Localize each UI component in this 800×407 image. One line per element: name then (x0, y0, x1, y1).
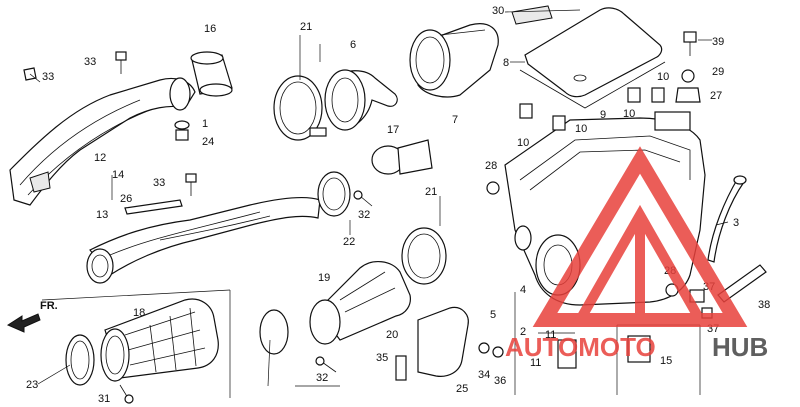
screw-32-lower (315, 356, 337, 373)
callout-33-c: 33 (153, 177, 165, 189)
clip-10-a (519, 103, 533, 119)
callout-15: 15 (660, 355, 672, 367)
callout-22: 22 (343, 236, 355, 248)
callout-1: 1 (202, 118, 208, 130)
clip-10-b (552, 115, 566, 131)
clip-10-c (627, 87, 641, 103)
callout-18: 18 (133, 307, 145, 319)
clamp-23-right (259, 309, 289, 355)
screw-32-upper (353, 190, 373, 207)
callout-5: 5 (490, 309, 496, 321)
callout-31: 31 (98, 393, 110, 405)
callout-10-c: 10 (623, 108, 635, 120)
callout-7: 7 (452, 114, 458, 126)
clamp-23 (65, 334, 95, 386)
boot-16 (190, 51, 233, 97)
nut-36 (492, 346, 504, 358)
callout-19: 19 (318, 272, 330, 284)
grommet-28 (486, 181, 500, 195)
bolt-39 (683, 31, 697, 56)
callout-35: 35 (376, 352, 388, 364)
duct-25 (417, 306, 469, 377)
intake-duct-12 (9, 77, 196, 206)
callout-36: 36 (494, 375, 506, 387)
connector-17 (371, 139, 433, 175)
filter-element-7 (409, 23, 499, 98)
grommet-29 (681, 69, 695, 83)
callout-10-a: 10 (517, 137, 529, 149)
callout-4: 4 (520, 284, 526, 296)
callout-12: 12 (94, 152, 106, 164)
callout-38: 38 (758, 299, 770, 311)
callout-24: 24 (202, 136, 214, 148)
hose-13 (86, 196, 321, 284)
drain-hose-3 (707, 177, 745, 263)
boot-18 (100, 298, 219, 382)
callout-labels: 1 2 3 4 5 6 7 8 9 10 10 10 10 11 11 12 1… (26, 5, 770, 405)
grommet-27 (675, 87, 701, 103)
callout-33-a: 33 (84, 56, 96, 68)
clamp-21-top (273, 75, 327, 141)
callout-16: 16 (204, 23, 216, 35)
callout-11-b: 11 (530, 357, 541, 369)
callout-3: 3 (733, 217, 739, 229)
clip-1-24 (174, 120, 190, 141)
callout-23: 23 (26, 379, 38, 391)
callout-32-upper: 32 (358, 209, 370, 221)
callout-29: 29 (712, 66, 724, 78)
callout-13: 13 (96, 209, 108, 221)
watermark-brand-part2: HUB (712, 332, 768, 362)
callout-28-a: 28 (485, 160, 497, 172)
seal-6 (324, 69, 398, 131)
bolt-33-a (23, 67, 41, 83)
washer-34 (478, 342, 490, 354)
callout-21-lower: 21 (425, 186, 437, 198)
callout-2: 2 (520, 326, 526, 338)
bracket-35 (395, 355, 407, 381)
callout-30: 30 (492, 5, 504, 17)
strap-26 (124, 199, 183, 215)
callout-33-b: 33 (42, 71, 54, 83)
callout-27: 27 (710, 90, 722, 102)
bolt-33-b (115, 51, 127, 74)
callout-8: 8 (503, 57, 509, 69)
callout-20: 20 (386, 329, 398, 341)
callout-21-top: 21 (300, 21, 312, 33)
callout-17: 17 (387, 124, 399, 136)
callout-34: 34 (478, 369, 490, 381)
front-direction-label: FR. (40, 300, 58, 312)
callout-9: 9 (600, 109, 606, 121)
callout-26: 26 (120, 193, 132, 205)
cover-8 (511, 5, 666, 109)
clamp-22 (317, 171, 351, 217)
plug-15 (627, 335, 651, 363)
callout-6: 6 (350, 39, 356, 51)
cap-11 (557, 339, 577, 369)
screw-31 (119, 384, 134, 404)
front-direction-arrow: FR. (6, 300, 58, 333)
clamp-21-lower (401, 227, 447, 285)
bolt-33-c (185, 173, 197, 196)
callout-32-lower: 32 (316, 372, 328, 384)
callout-11-a: 11 (545, 329, 556, 341)
watermark-logo (532, 146, 748, 327)
callout-10-b: 10 (575, 123, 587, 135)
boot-19 (309, 261, 411, 345)
callout-39: 39 (712, 36, 724, 48)
callout-14: 14 (112, 169, 124, 181)
watermark-brand-part1: AUTOMOTO (505, 332, 656, 362)
callout-10-d: 10 (657, 71, 669, 83)
clip-10-d (651, 87, 665, 103)
callout-25: 25 (456, 383, 468, 395)
